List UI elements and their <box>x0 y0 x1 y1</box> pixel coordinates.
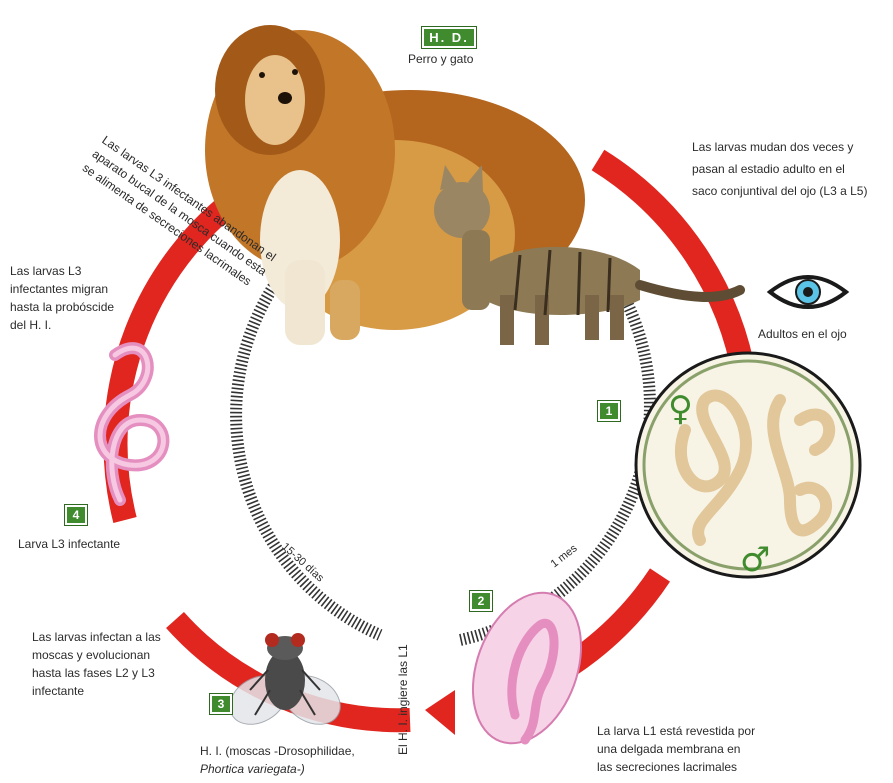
eye-icon <box>770 277 846 307</box>
definitive-host-badge: H. D. <box>422 27 476 48</box>
ingest-label: El H. I. ingiere las L1 <box>396 644 411 755</box>
migrate-note: Las larvas L3 infectantes migran hasta l… <box>10 262 114 334</box>
intermediate-host-line: H. I. (moscas -Drosophilidae, <box>200 742 355 760</box>
migrate-note-line: del H. I. <box>10 316 114 334</box>
flies-note-line: moscas y evolucionan <box>32 646 161 664</box>
flies-note-line: hasta las fases L2 y L3 <box>32 664 161 682</box>
intermediate-host-label: H. I. (moscas -Drosophilidae, Phortica v… <box>200 742 355 778</box>
moult-note-line: Las larvas mudan dos veces y <box>692 136 867 158</box>
moult-note-line: saco conjuntival del ojo (L3 a L5) <box>692 180 867 202</box>
moult-note-line: pasan al estadio adulto en el <box>692 158 867 180</box>
migrate-note-line: Las larvas L3 <box>10 262 114 280</box>
female-symbol: ♀ <box>668 392 693 426</box>
male-symbol: ♂ <box>740 543 770 577</box>
membrane-note: La larva L1 está revestida por una delga… <box>597 722 755 776</box>
step-badge-4: 4 <box>65 505 87 525</box>
flies-note: Las larvas infectan a las moscas y evolu… <box>32 628 161 700</box>
larva-l3-label: Larva L3 infectante <box>18 537 120 552</box>
membrane-note-line: las secreciones lacrimales <box>597 758 755 776</box>
step-badge-1: 1 <box>598 401 620 421</box>
flies-note-line: infectante <box>32 682 161 700</box>
membrane-note-line: una delgada membrana en <box>597 740 755 758</box>
migrate-note-line: infectantes migran <box>10 280 114 298</box>
step-badge-2: 2 <box>470 591 492 611</box>
intermediate-species-line: Phortica variegata-) <box>200 760 355 778</box>
step-badge-3: 3 <box>210 694 232 714</box>
flies-note-line: Las larvas infectan a las <box>32 628 161 646</box>
adults-eye-label: Adultos en el ojo <box>758 327 847 342</box>
definitive-host-label: Perro y gato <box>408 52 473 67</box>
migrate-note-line: hasta la probóscide <box>10 298 114 316</box>
moult-note: Las larvas mudan dos veces y pasan al es… <box>692 136 867 202</box>
membrane-note-line: La larva L1 está revestida por <box>597 722 755 740</box>
